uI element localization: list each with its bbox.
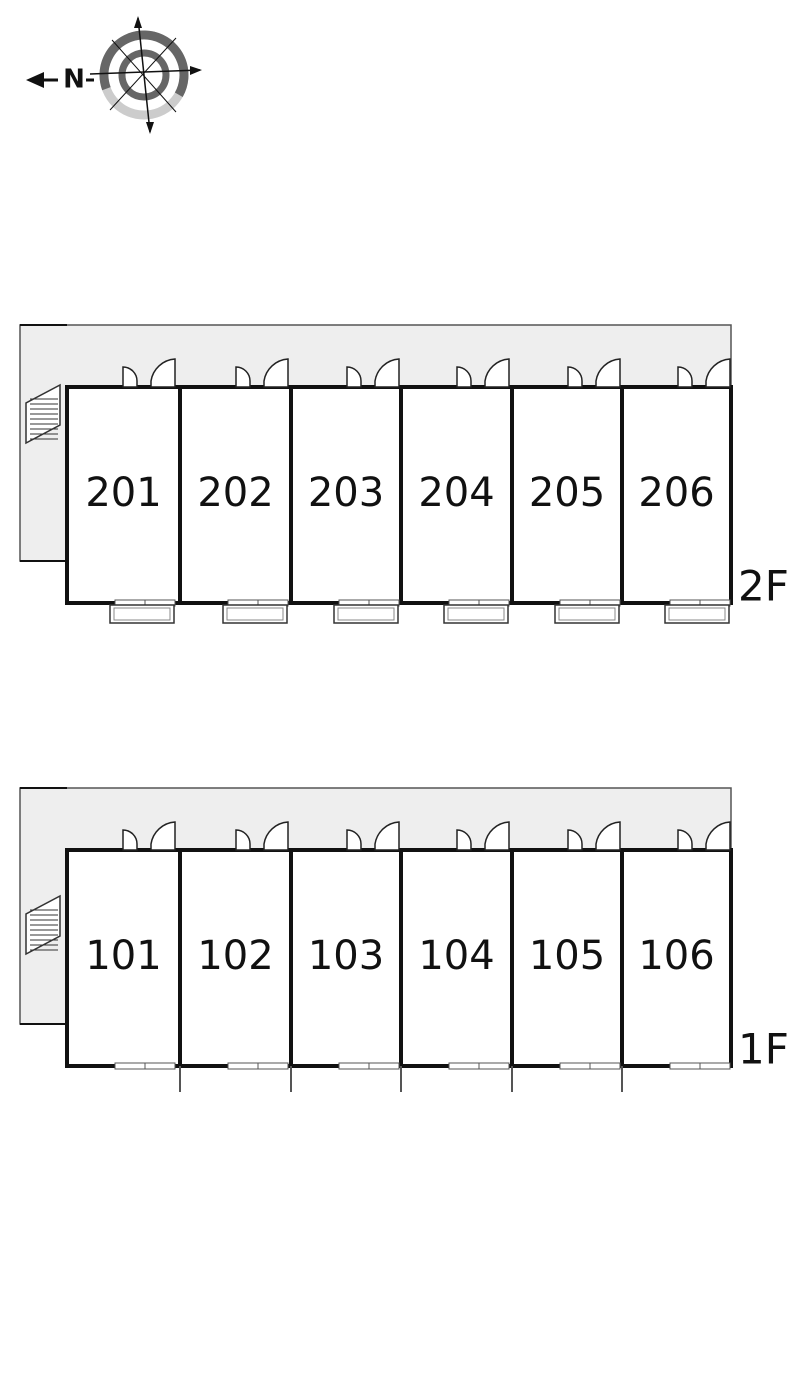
balcony (333, 604, 399, 624)
entrance-door-icon (150, 358, 176, 388)
small-door-icon (567, 829, 583, 851)
unit-103: 103 (308, 821, 400, 1070)
balcony-rail (447, 607, 505, 621)
unit-label: 205 (529, 470, 605, 516)
floor-label: 1F (738, 1025, 789, 1074)
staircase (25, 894, 61, 956)
unit-206: 206 (638, 358, 731, 624)
small-door-icon (567, 366, 583, 388)
small-door-icon (235, 829, 251, 851)
small-door-icon (346, 829, 362, 851)
unit-label: 103 (308, 933, 384, 979)
entrance-door-icon (263, 821, 289, 851)
balcony-rail (226, 607, 284, 621)
unit-102: 102 (197, 821, 289, 1070)
small-door-icon (235, 366, 251, 388)
unit-201: 201 (85, 358, 176, 624)
unit-205: 205 (529, 358, 621, 624)
unit-106: 106 (638, 821, 731, 1070)
small-door-icon (677, 829, 693, 851)
balcony-rail (558, 607, 616, 621)
small-door-icon (456, 366, 472, 388)
entrance-door-icon (263, 358, 289, 388)
unit-label: 106 (638, 933, 714, 979)
floor-2f: 201 202 203 204 205 206 2F (19, 324, 789, 624)
entrance-door-icon (595, 358, 621, 388)
balcony (554, 604, 620, 624)
entrance-door-icon (705, 358, 731, 388)
floor-label: 2F (738, 562, 789, 611)
unit-label: 105 (529, 933, 605, 979)
balcony-rail (668, 607, 726, 621)
unit-104: 104 (418, 821, 510, 1070)
unit-label: 101 (85, 933, 161, 979)
entrance-door-icon (374, 821, 400, 851)
unit-204: 204 (418, 358, 510, 624)
unit-label: 201 (85, 470, 161, 516)
unit-label: 204 (418, 470, 494, 516)
entrance-door-icon (150, 821, 176, 851)
unit-label: 104 (418, 933, 494, 979)
staircase (25, 383, 61, 445)
north-label: N (63, 65, 85, 95)
unit-label: 206 (638, 470, 714, 516)
entrance-door-icon (374, 358, 400, 388)
entrance-door-icon (484, 358, 510, 388)
balcony (443, 604, 509, 624)
entrance-door-icon (484, 821, 510, 851)
entrance-door-icon (705, 821, 731, 851)
entrance-door-icon (595, 821, 621, 851)
small-door-icon (456, 829, 472, 851)
small-door-icon (122, 366, 138, 388)
small-door-icon (677, 366, 693, 388)
unit-101: 101 (85, 821, 176, 1070)
small-door-icon (346, 366, 362, 388)
balcony (664, 604, 730, 624)
floor-1f: 101 102 103 104 105 106 1F (19, 787, 789, 1092)
compass-icon: N (26, 16, 202, 134)
unit-105: 105 (529, 821, 621, 1070)
balcony-rail (113, 607, 171, 621)
small-door-icon (122, 829, 138, 851)
unit-202: 202 (197, 358, 289, 624)
unit-203: 203 (308, 358, 400, 624)
balcony (222, 604, 288, 624)
unit-label: 202 (197, 470, 273, 516)
balcony (109, 604, 175, 624)
balcony-rail (337, 607, 395, 621)
floors-layer: 201 202 203 204 205 206 2F 101 102 103 104 105 106 1F (19, 324, 789, 1092)
unit-label: 102 (197, 933, 273, 979)
unit-label: 203 (308, 470, 384, 516)
